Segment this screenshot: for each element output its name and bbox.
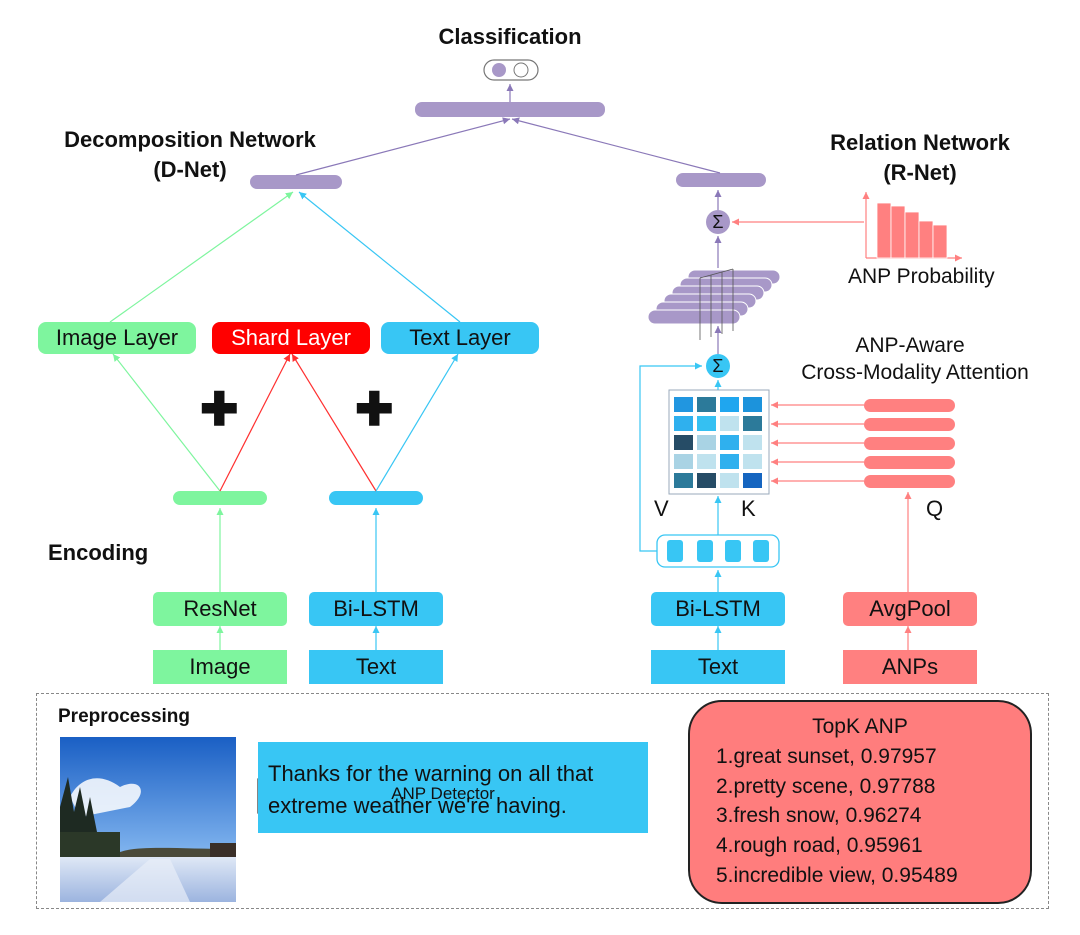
attention-cell bbox=[697, 416, 716, 431]
preprocessing-heading: Preprocessing bbox=[58, 706, 190, 727]
image-input-box: Image bbox=[153, 650, 287, 684]
dnet-heading-line1: Decomposition Network bbox=[64, 127, 316, 152]
attention-cell bbox=[720, 397, 739, 412]
attention-cell bbox=[720, 435, 739, 450]
attention-cell bbox=[697, 397, 716, 412]
attention-cell bbox=[743, 473, 762, 488]
resnet-box: ResNet bbox=[153, 592, 287, 626]
classification-heading: Classification bbox=[438, 24, 582, 49]
attention-cell bbox=[720, 416, 739, 431]
text-input-left-box: Text bbox=[309, 650, 443, 684]
topk-anp-panel: TopK ANP 1.great sunset, 0.97957 2.prett… bbox=[688, 700, 1032, 904]
attention-cell bbox=[674, 416, 693, 431]
plus-icon-right: ✚ bbox=[355, 383, 394, 435]
attention-cell bbox=[674, 397, 693, 412]
attention-sum-circle bbox=[706, 354, 730, 378]
image-layer-box: Image Layer bbox=[38, 322, 196, 354]
rnet-bar bbox=[676, 173, 766, 187]
attention-cell bbox=[697, 473, 716, 488]
value-label: V bbox=[654, 496, 669, 521]
attention-cell bbox=[743, 435, 762, 450]
attention-sum-symbol: Σ bbox=[712, 356, 724, 376]
plus-icon-left: ✚ bbox=[200, 383, 239, 435]
classification-output-icon bbox=[483, 59, 539, 81]
attention-cell bbox=[743, 397, 762, 412]
query-row-2 bbox=[864, 418, 955, 431]
attention-cell bbox=[720, 473, 739, 488]
topk-item: 2.pretty scene, 0.97788 bbox=[716, 774, 936, 798]
attention-cell bbox=[720, 454, 739, 469]
avgpool-box: AvgPool bbox=[843, 592, 977, 626]
query-row-5 bbox=[864, 475, 955, 488]
anp-detector-label: ANP Detector bbox=[391, 784, 495, 803]
bilstm-right-box: Bi-LSTM bbox=[651, 592, 785, 626]
attention-cell bbox=[674, 454, 693, 469]
query-row-3 bbox=[864, 437, 955, 450]
attention-cell bbox=[697, 435, 716, 450]
classification-bar bbox=[415, 102, 605, 117]
text-encoding-bar bbox=[329, 491, 423, 505]
hidden-state-bar bbox=[656, 534, 780, 568]
anp-probability-label: ANP Probability bbox=[848, 265, 995, 288]
attention-cell bbox=[674, 473, 693, 488]
topk-item: 1.great sunset, 0.97957 bbox=[716, 744, 937, 768]
query-row-4 bbox=[864, 456, 955, 469]
attention-title-line1: ANP-Aware bbox=[855, 334, 965, 357]
tweet-text-box: Thanks for the warning on all that extre… bbox=[258, 742, 648, 833]
topk-title: TopK ANP bbox=[812, 715, 908, 738]
encoding-heading: Encoding bbox=[48, 540, 149, 565]
dnet-heading-line2: (D-Net) bbox=[153, 157, 227, 182]
query-row-1 bbox=[864, 399, 955, 412]
rnet-heading-line2: (R-Net) bbox=[883, 160, 957, 185]
attention-cell bbox=[743, 416, 762, 431]
stacked-representation bbox=[647, 268, 781, 340]
attention-title-line2: Cross-Modality Attention bbox=[801, 361, 1029, 384]
bilstm-left-box: Bi-LSTM bbox=[309, 592, 443, 626]
attention-cell bbox=[674, 435, 693, 450]
key-label: K bbox=[741, 496, 756, 521]
preprocessing-panel bbox=[36, 693, 1049, 909]
shared-layer-box: Shard Layer bbox=[212, 322, 370, 354]
query-label: Q bbox=[926, 496, 944, 521]
rnet-sum-symbol: Σ bbox=[712, 212, 724, 232]
rnet-heading-line1: Relation Network bbox=[830, 130, 1010, 155]
anp-probability-histogram bbox=[862, 192, 962, 262]
topk-item: 3.fresh snow, 0.96274 bbox=[716, 804, 922, 828]
attention-cell bbox=[697, 454, 716, 469]
text-layer-box: Text Layer bbox=[381, 322, 539, 354]
attention-cell bbox=[743, 454, 762, 469]
topk-item: 4.rough road, 0.95961 bbox=[716, 834, 923, 858]
image-encoding-bar bbox=[173, 491, 267, 505]
dnet-bar bbox=[250, 175, 342, 189]
text-input-right-box: Text bbox=[651, 650, 785, 684]
topk-item: 5.incredible view, 0.95489 bbox=[716, 864, 958, 888]
input-photo bbox=[60, 737, 236, 902]
anps-input-box: ANPs bbox=[843, 650, 977, 684]
rnet-sum-circle bbox=[706, 210, 730, 234]
